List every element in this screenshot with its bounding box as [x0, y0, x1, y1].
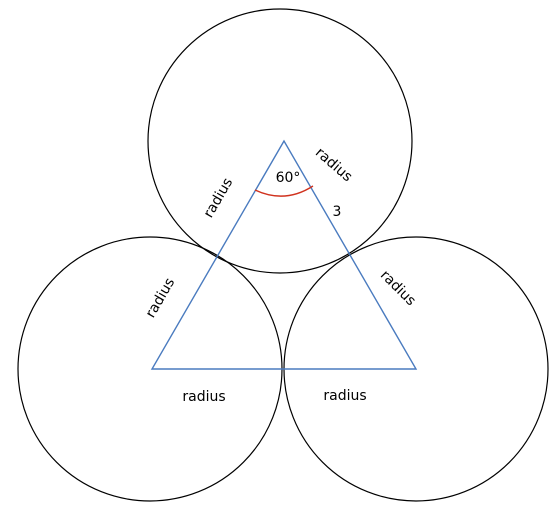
equilateral-triangle: [150, 139, 418, 370]
radius-label-top-left: radius: [201, 175, 236, 220]
top-circle: [147, 8, 413, 274]
radius-label-bottom-right: radius: [323, 388, 366, 404]
radius-label-left-side: radius: [143, 275, 178, 320]
angle-label: 60°: [276, 170, 301, 186]
radius-label-bottom-left: radius: [182, 389, 225, 405]
side-value-label: 3: [333, 204, 342, 220]
radius-label-right-side: radius: [377, 267, 419, 309]
radius-label-top-right: radius: [312, 145, 355, 185]
angle-arc: [254, 185, 314, 197]
